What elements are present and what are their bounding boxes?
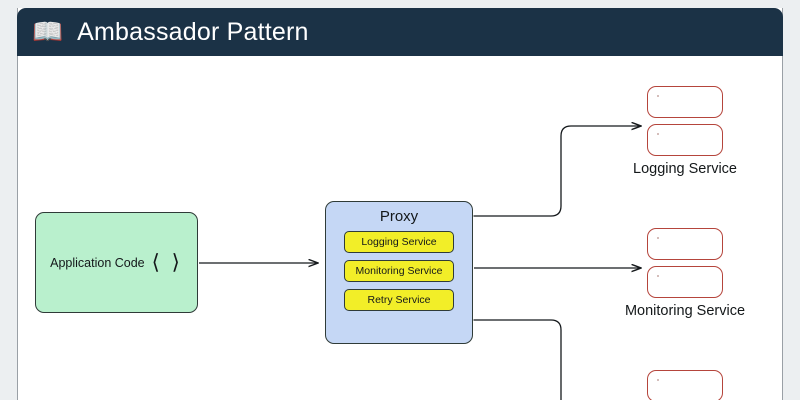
node-proxy[interactable]: Proxy Logging Service Monitoring Service…: [325, 201, 473, 344]
node-application-code[interactable]: Application Code ⟨ ⟩: [35, 212, 198, 313]
monitoring-service-label: Monitoring Service: [624, 303, 746, 319]
application-code-label: Application Code ⟨ ⟩: [50, 250, 183, 275]
page-title: Ambassador Pattern: [77, 17, 309, 46]
proxy-service-retry[interactable]: Retry Service: [344, 289, 454, 311]
database-shape-bottom: [647, 124, 723, 156]
database-shape-top: [647, 86, 723, 118]
proxy-service-monitoring[interactable]: Monitoring Service: [344, 260, 454, 282]
open-book-icon: 📖: [32, 17, 64, 46]
logging-service-label: Logging Service: [633, 161, 737, 177]
node-logging-service[interactable]: Logging Service: [610, 86, 760, 177]
database-shape-bottom: [647, 266, 723, 298]
proxy-title: Proxy: [379, 208, 419, 225]
application-code-text: Application Code: [50, 255, 145, 270]
proxy-service-logging[interactable]: Logging Service: [344, 231, 454, 253]
database-shape-top: [647, 370, 723, 400]
node-monitoring-service[interactable]: Monitoring Service: [610, 228, 760, 319]
database-shape-top: [647, 228, 723, 260]
code-brackets-icon: ⟨ ⟩: [151, 251, 183, 274]
header-bar: 📖 Ambassador Pattern: [17, 8, 783, 56]
node-retry-service[interactable]: [610, 370, 760, 400]
